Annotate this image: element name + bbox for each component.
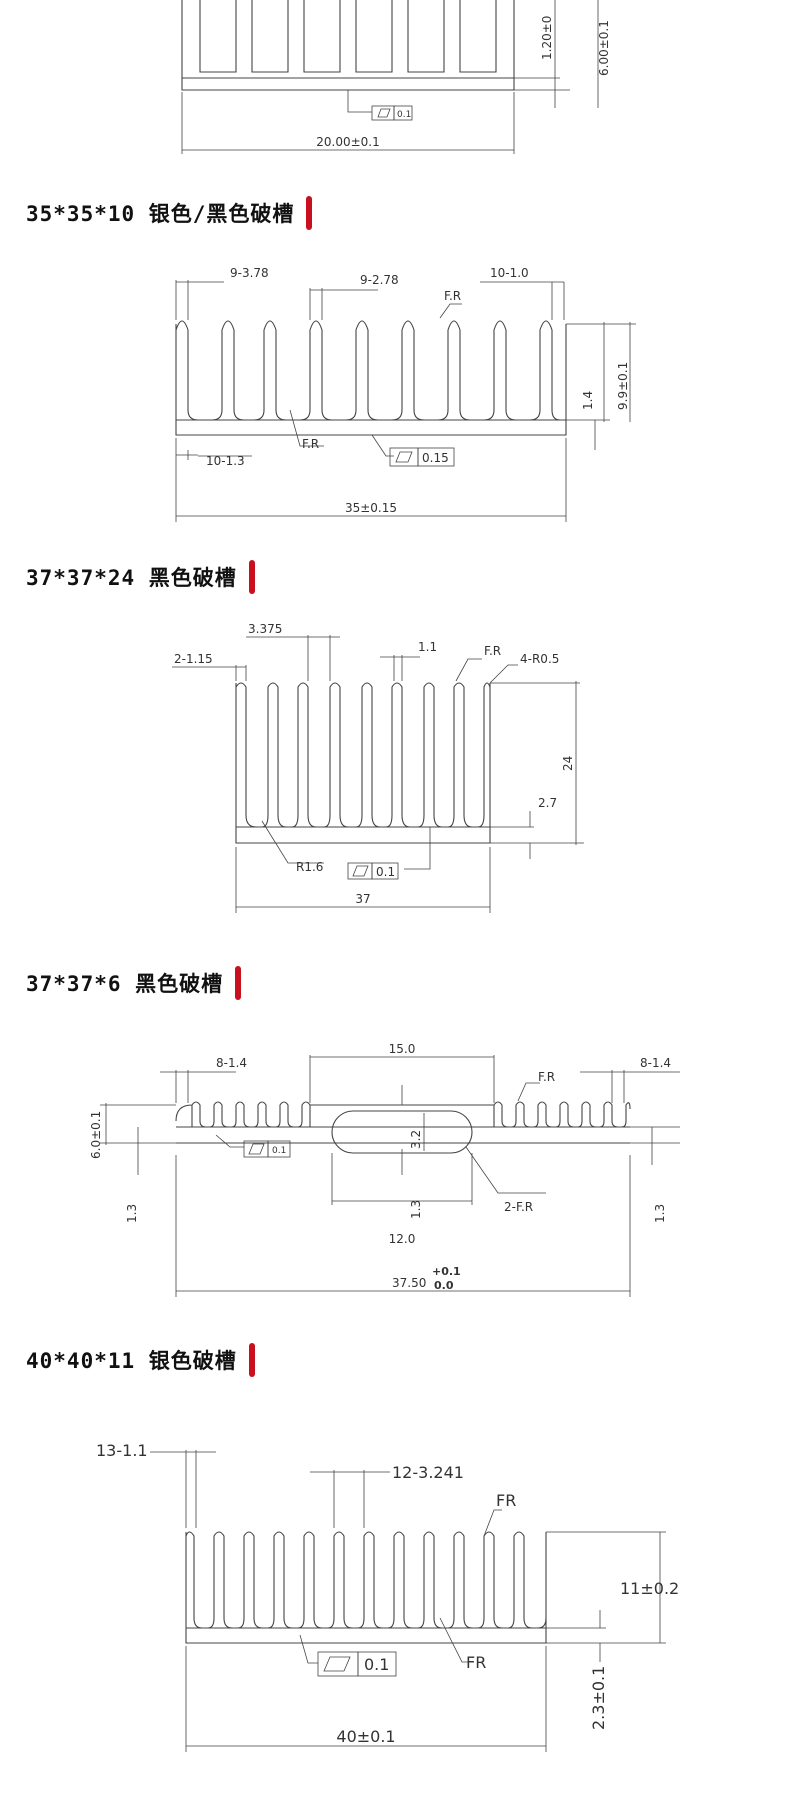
heatsink-outline — [181, 0, 515, 91]
dimension-lines — [150, 1450, 666, 1752]
heatsink-outline — [235, 682, 491, 844]
flatness-value: 0.1 — [397, 110, 411, 120]
dim-height: 6.0±0.1 — [89, 1111, 103, 1159]
accent-bar — [306, 196, 313, 230]
drawing-37x37x6: 8-1.4 15.0 F.R 8-1.4 6.0±0.1 3.2 0.1 1.3… — [89, 1042, 680, 1297]
dim-height-b: 6.00±0.1 — [597, 20, 611, 76]
dim-width: 35±0.15 — [345, 501, 397, 515]
accent-bar — [235, 966, 242, 1000]
dim-height: 9.9±0.1 — [616, 362, 630, 410]
drawing-40x40x11: 13-1.1 12-3.241 FR 11±0.2 0.1 FR 2.3±0.1… — [96, 1441, 679, 1752]
slot-outline — [331, 1110, 473, 1154]
dim-height-a: 1.20±0 — [540, 16, 554, 60]
dim-fin: 1.1 — [418, 640, 437, 654]
dim-base-right: 1.3 — [653, 1204, 667, 1223]
section-title-text: 37*37*6 黑色破槽 — [26, 972, 224, 996]
dimension-lines — [172, 635, 584, 913]
heatsink-outline — [185, 1531, 547, 1644]
dim-edge: 13-1.1 — [96, 1441, 148, 1460]
dim-height: 11±0.2 — [620, 1579, 679, 1598]
section-title-text: 35*35*10 银色/黑色破槽 — [26, 202, 295, 226]
dim-fr-top: F.R — [444, 289, 461, 303]
dim-r-bottom: R1.6 — [296, 860, 323, 874]
dim-slot-w: 12.0 — [389, 1232, 416, 1246]
dim-fr-top: FR — [496, 1491, 516, 1510]
dim-height: 24 — [561, 756, 575, 771]
dim-width: 37 — [355, 892, 370, 906]
flatness-value: 0.1 — [364, 1655, 389, 1674]
dim-fr-bottom: FR — [466, 1653, 486, 1672]
dim-b: 9-2.78 — [360, 273, 399, 287]
dim-left: 8-1.4 — [216, 1056, 247, 1070]
section-title-37x37x6: 37*37*6 黑色破槽 — [26, 966, 242, 1000]
dim-fr: F.R — [538, 1070, 555, 1084]
drawing-35x35x10: 9-3.78 9-2.78 10-1.0 F.R 9.9±0.1 1.4 F.R… — [175, 266, 636, 522]
accent-bar — [248, 1343, 255, 1377]
dimension-lines — [175, 280, 636, 522]
drawing-20mm-heatsink: 1.20±0 6.00±0.1 0.1 20.00±0.1 — [181, 0, 611, 154]
section-title-text: 40*40*11 银色破槽 — [26, 1349, 237, 1373]
dim-c: 10-1.0 — [490, 266, 529, 280]
dim-fr-bottom: F.R — [302, 437, 319, 451]
flatness-value: 0.15 — [422, 451, 449, 465]
dim-fr: F.R — [484, 644, 501, 658]
drawing-37x37x24: 3.375 1.1 2-1.15 F.R 4-R0.5 24 2.7 R1.6 … — [172, 622, 584, 913]
dim-base-mid: 1.3 — [409, 1200, 423, 1219]
heatsink-outline — [175, 1101, 631, 1154]
dim-r: 4-R0.5 — [520, 652, 559, 666]
dim-a: 9-3.78 — [230, 266, 269, 280]
dim-edge: 2-1.15 — [174, 652, 213, 666]
dim-base-left: 1.3 — [125, 1204, 139, 1223]
section-title-40x40x11: 40*40*11 银色破槽 — [26, 1343, 255, 1377]
dim-base: 2.3±0.1 — [589, 1666, 608, 1730]
section-title-37x37x24: 37*37*24 黑色破槽 — [26, 560, 255, 594]
section-title-35x35x10: 35*35*10 银色/黑色破槽 — [26, 196, 313, 230]
dimension-lines — [100, 1055, 680, 1297]
dim-width: 37.50 — [392, 1276, 426, 1290]
dim-base: 1.4 — [581, 391, 595, 410]
flatness-value: 0.1 — [272, 1146, 286, 1156]
dim-pitch: 12-3.241 — [392, 1463, 464, 1482]
section-title-text: 37*37*24 黑色破槽 — [26, 566, 237, 590]
dimension-lines — [181, 0, 599, 154]
dim-tol-up: +0.1 — [432, 1265, 461, 1278]
accent-bar — [248, 560, 255, 594]
heatsink-outline — [175, 320, 567, 436]
dim-slot: 3.2 — [409, 1130, 423, 1149]
dim-mid: 15.0 — [389, 1042, 416, 1056]
dim-width: 40±0.1 — [336, 1727, 395, 1746]
dim-right: 8-1.4 — [640, 1056, 671, 1070]
dim-base: 2.7 — [538, 796, 557, 810]
flatness-value: 0.1 — [376, 865, 395, 879]
dim-tol-low: 0.0 — [434, 1279, 454, 1292]
dim-fin: 10-1.3 — [206, 454, 245, 468]
dim-width: 20.00±0.1 — [316, 135, 380, 149]
dim-pitch: 3.375 — [248, 622, 282, 636]
dim-slot-r: 2-F.R — [504, 1200, 533, 1214]
